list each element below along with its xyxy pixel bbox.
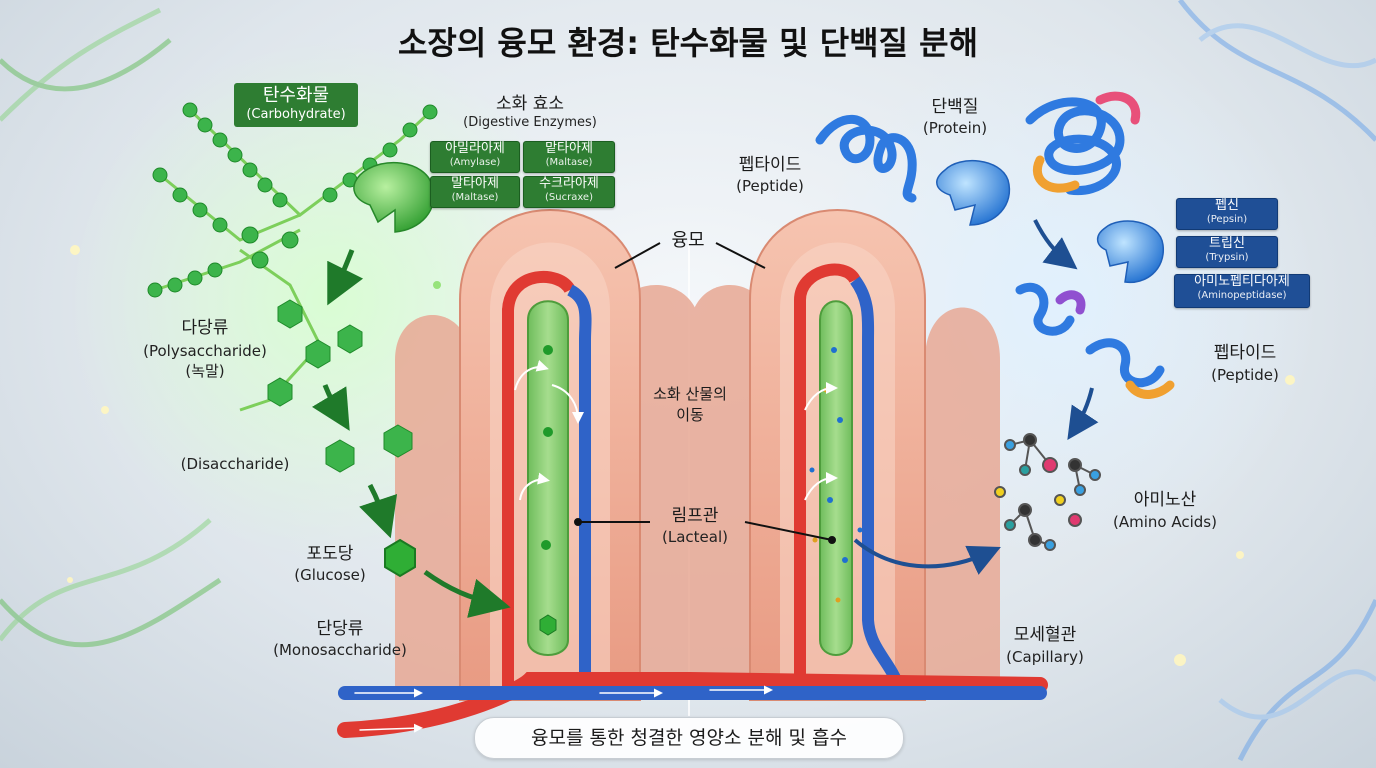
enzyme-box-amylase: 아밀라아제 (Amylase) <box>430 141 520 173</box>
peptide2-en: (Peptide) <box>1211 366 1279 384</box>
enzyme-box-maltase-2: 말타아제 (Maltase) <box>430 176 520 208</box>
carbohydrate-label-box: 탄수화물 (Carbohydrate) <box>234 83 358 127</box>
enzyme-ko: 맡타아제 <box>545 141 593 156</box>
capillary-en: (Capillary) <box>1006 648 1084 666</box>
enzyme-en: (Aminopeptidase) <box>1197 289 1287 301</box>
peptide2-label: 펩타이드 <box>1213 343 1277 363</box>
right-villus <box>749 209 926 701</box>
glucose-hexagon-icon <box>384 538 416 578</box>
sparkles <box>67 245 1295 666</box>
protein-flow-arrows <box>853 219 1099 575</box>
enzyme-ko: 펩신 <box>1215 198 1239 213</box>
monosaccharide-en: (Monosaccharide) <box>273 641 407 659</box>
enzyme-ko: 아미노펩티다아제 <box>1194 274 1290 289</box>
transport-label-line1: 소화 산물의 <box>653 385 727 403</box>
lacteal-en: (Lacteal) <box>662 528 728 546</box>
peptide-en: (Peptide) <box>736 177 804 195</box>
villus-label: 융모 <box>671 230 705 251</box>
enzyme-ko: 말타아제 <box>451 176 499 191</box>
enzyme-box-aminopeptidase: 아미노펩티다아제 (Aminopeptidase) <box>1174 274 1310 308</box>
amino-acids-en: (Amino Acids) <box>1113 513 1217 531</box>
amino-acids-label: 아미노산 <box>1133 490 1197 510</box>
amino-acid-molecule-icon <box>994 433 1101 551</box>
enzymes-heading: 소화 효소 <box>496 94 564 114</box>
disaccharide-label: (Disaccharide) <box>180 455 290 473</box>
enzyme-en: (Pepsin) <box>1206 213 1248 225</box>
transport-label-line2: 이동 <box>676 406 704 424</box>
enzyme-en: (Sucraxe) <box>545 191 593 203</box>
enzyme-en: (Maltase) <box>451 191 499 203</box>
enzyme-ko: 아밀라아제 <box>445 141 505 156</box>
protein-coils <box>815 91 1175 399</box>
carbohydrate-ko: 탄수화물 <box>262 85 330 106</box>
enzyme-en: (Trypsin) <box>1205 251 1249 263</box>
bottom-banner: 융모를 통한 청결한 영양소 분해 및 흡수 <box>474 717 904 759</box>
enzymes-heading-en: (Digestive Enzymes) <box>463 115 597 130</box>
enzyme-ko: 수크라아제 <box>539 176 599 191</box>
enzyme-box-pepsin: 펩신 (Pepsin) <box>1176 198 1278 230</box>
base-blood-vessels <box>337 672 1048 738</box>
capillary-label: 모세혈관 <box>1013 625 1077 645</box>
protein-enzyme-blob-icon <box>936 159 1164 284</box>
enzyme-box-maltase-1: 맡타아제 (Maltase) <box>523 141 615 173</box>
leader-lines <box>574 242 836 544</box>
peptide-label: 펩타이드 <box>738 155 802 175</box>
enzyme-en: (Amylase) <box>449 156 501 168</box>
carbohydrate-en: (Carbohydrate) <box>246 106 346 122</box>
polysaccharide-label: 다당류 <box>181 318 229 338</box>
protein-label: 단백질 <box>931 97 979 117</box>
monosaccharide-label: 단당류 <box>316 619 364 639</box>
glucose-en: (Glucose) <box>294 566 366 584</box>
enzyme-ko: 트립신 <box>1209 236 1245 251</box>
protein-en: (Protein) <box>922 119 988 137</box>
lacteal-label: 림프관 <box>671 506 719 526</box>
polysaccharide-en: (Polysaccharide) <box>143 342 267 360</box>
enzyme-box-sucrase: 수크라아제 (Sucraxe) <box>523 176 615 208</box>
polysaccharide-note: (녹말) <box>185 362 225 380</box>
polysaccharide-chain <box>147 102 438 578</box>
enzyme-en: (Maltase) <box>545 156 593 168</box>
page-title: 소장의 융모 환경: 탄수화물 및 단백질 분해 <box>397 24 979 62</box>
flow-arrow-icon <box>514 359 838 501</box>
carb-flow-arrows <box>311 249 511 618</box>
enzyme-box-trypsin: 트립신 (Trypsin) <box>1176 236 1278 268</box>
enzyme-blob-icon <box>353 161 435 233</box>
left-villus <box>459 209 641 701</box>
glucose-label: 포도당 <box>306 544 354 564</box>
